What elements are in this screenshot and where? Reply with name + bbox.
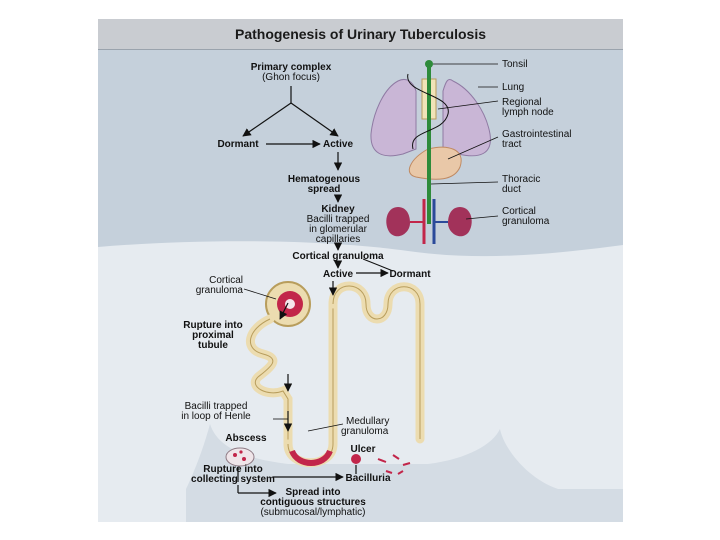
medullary-granuloma-2: granuloma — [341, 426, 389, 437]
ghon-focus-label: (Ghon focus) — [262, 72, 320, 83]
ulcer-label: Ulcer — [350, 444, 375, 455]
left-kidney — [386, 207, 410, 237]
pathogenesis-diagram: Primary complex (Ghon focus) Dormant Act… — [98, 59, 623, 522]
tonsil-marker — [425, 60, 433, 68]
lung-label: Lung — [502, 82, 524, 93]
dormant-label-2: Dormant — [389, 269, 431, 280]
flow-chart: Primary complex (Ghon focus) Dormant Act… — [217, 62, 431, 280]
medullary-granuloma-1: Medullary — [346, 416, 389, 427]
rupture-proximal-2: proximal — [192, 330, 234, 341]
abscess-label: Abscess — [225, 433, 267, 444]
primary-complex-label: Primary complex — [251, 62, 332, 73]
spread-label-1: Spread into — [285, 487, 340, 498]
rupture-collecting-1: Rupture into — [203, 464, 262, 475]
bacilli-glomerular-1: Bacilli trapped — [307, 214, 370, 225]
kidney-label: Kidney — [321, 204, 355, 215]
diagram-panel: Pathogenesis of Urinary Tuberculosis Pri… — [98, 19, 623, 522]
cortical-granuloma-label: Cortical granuloma — [292, 251, 384, 262]
rupture-proximal-1: Rupture into — [183, 320, 242, 331]
nephron-cortical-granuloma-1: Cortical — [209, 275, 243, 286]
thoracic-duct-label-2: duct — [502, 184, 521, 195]
hematogenous-label-2: spread — [308, 184, 341, 195]
stomach — [408, 146, 462, 180]
nephron-illustration: Cortical granuloma Rupture into proximal… — [181, 275, 425, 518]
tonsil-label: Tonsil — [502, 59, 528, 70]
nephron-cortical-granuloma-2: granuloma — [196, 285, 244, 296]
rupture-proximal-3: tubule — [198, 340, 228, 351]
active-label-2: Active — [323, 269, 353, 280]
gastrointestinal-label-2: tract — [502, 139, 522, 150]
bacilli-glomerular-3: capillaries — [316, 234, 360, 245]
cortical-granuloma-anatomy-label-1: Cortical — [502, 206, 536, 217]
thoracic-duct-label-1: Thoracic — [502, 174, 540, 185]
bacilli-henle-1: Bacilli trapped — [185, 401, 248, 412]
bacilluria-label: Bacilluria — [345, 473, 390, 484]
cortical-granuloma-anatomy-label-2: granuloma — [502, 216, 550, 227]
regional-lymph-node-label-1: Regional — [502, 97, 541, 108]
bacilli-glomerular-2: in glomerular — [309, 224, 367, 235]
bacilli-henle-2: in loop of Henle — [181, 411, 251, 422]
renal-papilla-region — [186, 424, 623, 522]
diagram-title: Pathogenesis of Urinary Tuberculosis — [234, 26, 487, 42]
regional-lymph-node-label-2: lymph node — [502, 107, 554, 118]
gastrointestinal-label-1: Gastrointestinal — [502, 129, 571, 140]
right-lung — [442, 78, 491, 157]
thorax-illustration: Tonsil Lung Regional lymph node Gastroin… — [370, 59, 571, 244]
dormant-label: Dormant — [217, 139, 259, 150]
right-kidney — [448, 207, 472, 237]
left-lung — [370, 78, 417, 157]
abscess-marker — [225, 447, 255, 467]
hematogenous-label-1: Hematogenous — [288, 174, 361, 185]
title-bar: Pathogenesis of Urinary Tuberculosis — [98, 19, 623, 50]
ulcer-marker — [351, 454, 361, 464]
rupture-collecting-2: collecting system — [191, 474, 275, 485]
active-label: Active — [323, 139, 353, 150]
spread-label-3: (submucosal/lymphatic) — [260, 507, 365, 518]
spread-label-2: contiguous structures — [260, 497, 366, 508]
